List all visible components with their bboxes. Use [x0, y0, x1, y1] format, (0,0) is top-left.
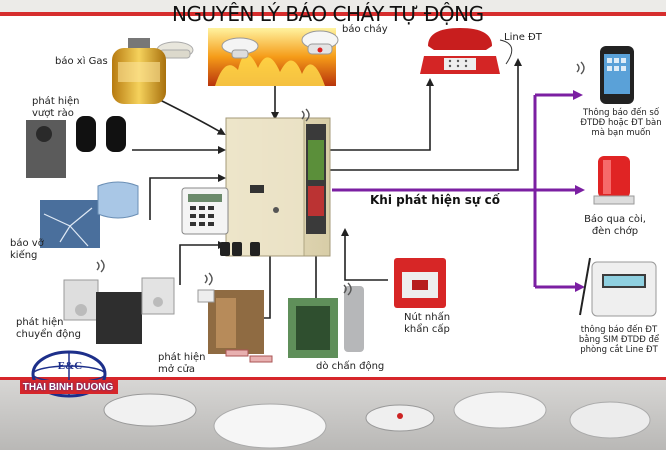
mobile-phone-icon [600, 46, 634, 104]
logo-name: THAI BINH DUONG [22, 382, 114, 393]
siren-icon [593, 156, 635, 205]
wireless-signal-icon [96, 61, 585, 296]
arrow-glass-to-panel [149, 174, 226, 220]
label-sms: Thông báo đến số ĐTDĐ hoặc ĐT bàn mà bạn… [580, 108, 662, 138]
label-fire: báo cháy [342, 24, 388, 35]
gas-cylinder-icon [112, 38, 166, 104]
output-arrows [332, 90, 585, 292]
label-motion: phát hiện chuyển động [16, 317, 81, 340]
door-contact-icon [197, 289, 273, 363]
telephone-icon [420, 28, 513, 74]
arrow-panel-to-phone [328, 78, 434, 151]
page-title: NGUYÊN LÝ BÁO CHÁY TỰ ĐỘNG [172, 2, 484, 26]
label-door: phát hiện mở cửa [158, 352, 206, 375]
beam-sensor-icon [26, 116, 126, 178]
company-logo-icon [20, 350, 118, 398]
logo-mark: E&C [57, 360, 83, 372]
footer-detectors-icon [103, 391, 651, 449]
glass-break-icon [40, 181, 139, 248]
vibration-sensor-icon [288, 286, 364, 358]
top-banner [0, 0, 666, 16]
label-fence: phát hiện vượt rào [32, 96, 80, 119]
emergency-button-icon [394, 258, 446, 308]
arrow-gas-to-panel [159, 99, 226, 136]
gsm-dialer-icon [579, 257, 657, 317]
alarm-panel-icon [225, 117, 331, 257]
label-button: Nút nhấn khẩn cấp [403, 312, 451, 335]
label-siren: Báo qua còi, đèn chớp [584, 214, 646, 237]
fire-detector-icon [156, 28, 339, 86]
label-vibration: dò chấn động [316, 361, 385, 372]
arrow-button-to-panel [341, 228, 388, 281]
keypad-icon [181, 187, 260, 256]
motion-sensor-icon [63, 277, 175, 344]
label-glass: báo vỡ kiếng [10, 238, 44, 261]
label-gas: báo xì Gas [55, 56, 108, 67]
arrow-panel-to-line [328, 58, 522, 171]
label-detect: Khi phát hiện sự cố [370, 193, 501, 207]
arrow-motion-to-panel [179, 241, 226, 285]
label-gsm: thông báo đến ĐT bằng SIM ĐTDĐ để phòng … [578, 325, 660, 355]
label-line: Line ĐT [504, 32, 542, 43]
